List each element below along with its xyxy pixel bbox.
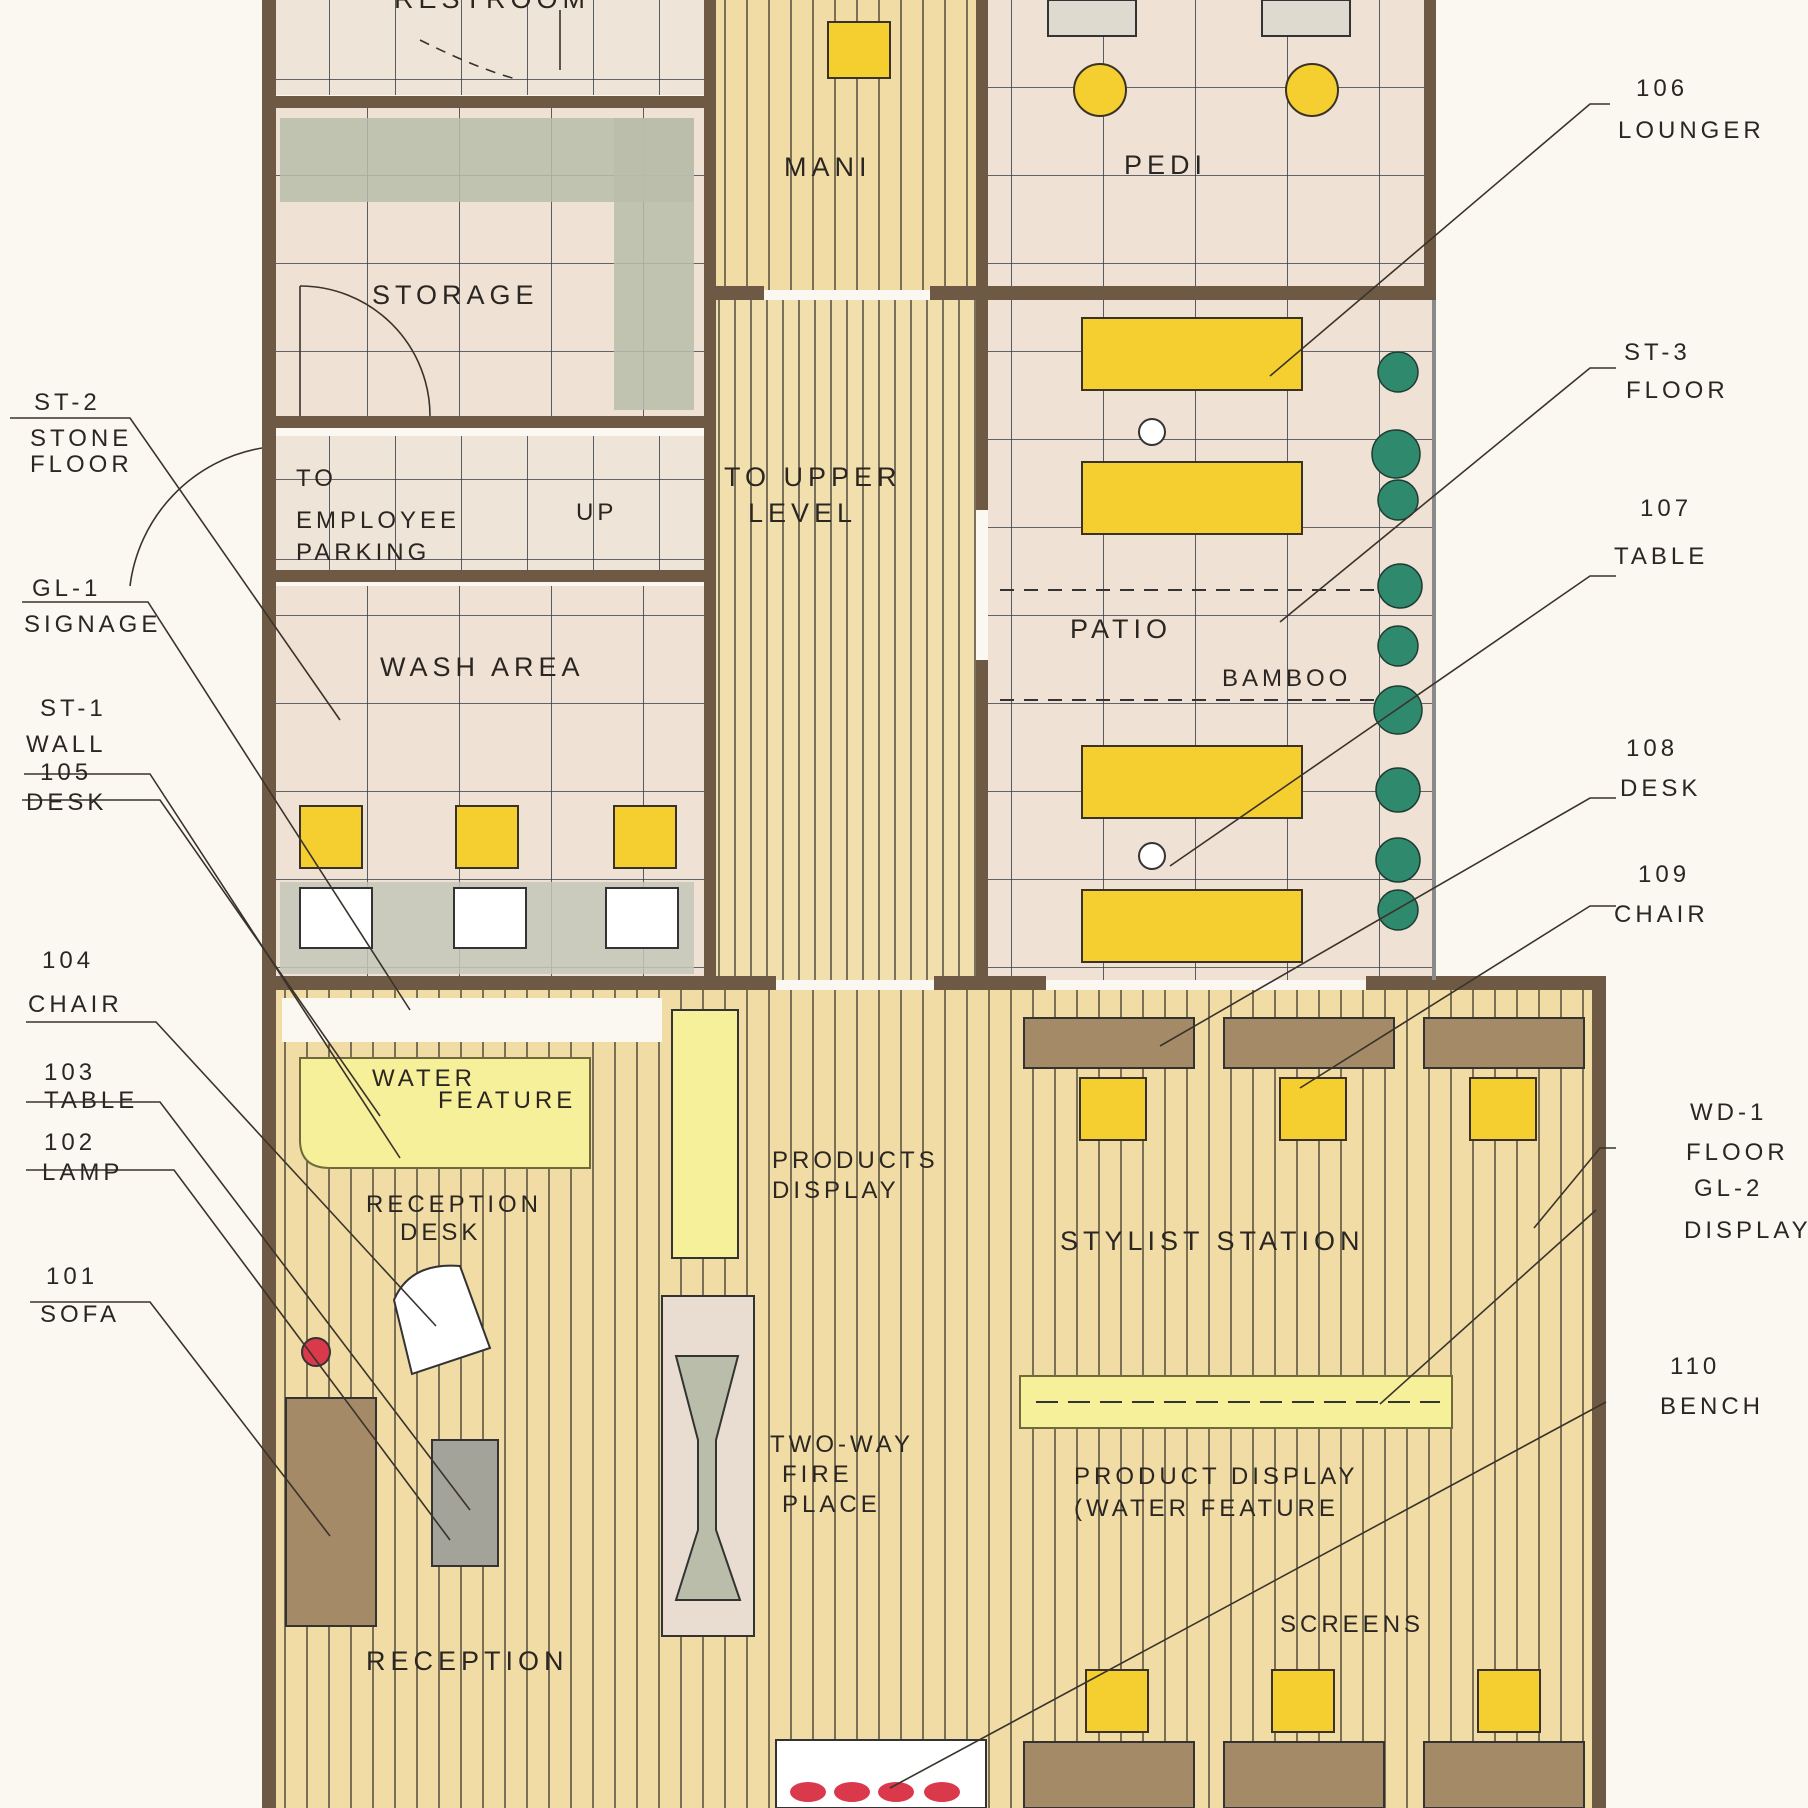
- tag-108-line1: DESK: [1620, 775, 1701, 802]
- tag-st2-line1: STONE: [30, 425, 132, 452]
- bamboo-plants: [1371, 351, 1423, 931]
- tag-109-code: 109: [1638, 861, 1690, 888]
- label-to: TO: [296, 465, 337, 492]
- tag-gl1-line1: SIGNAGE: [24, 611, 161, 638]
- tag-108-code: 108: [1626, 735, 1678, 762]
- walls: [262, 0, 1606, 1808]
- water-feature-panel: [282, 998, 662, 1042]
- left-tags: ST-2 STONE FLOOR GL-1 SIGNAGE ST-1 WALL …: [24, 389, 161, 1328]
- tag-st3-line1: FLOOR: [1626, 377, 1729, 404]
- tag-st2-code: ST-2: [34, 389, 101, 416]
- label-reception-desk-1: RECEPTION: [366, 1191, 542, 1218]
- label-restroom: RESTROOM: [394, 0, 590, 14]
- tag-106-line1: LOUNGER: [1618, 117, 1765, 144]
- label-products-1: PRODUCTS: [772, 1147, 939, 1174]
- label-feature: FEATURE: [438, 1087, 576, 1114]
- corridor-floor: [714, 300, 976, 980]
- tag-st2-line2: FLOOR: [30, 451, 133, 478]
- tag-st3-code: ST-3: [1624, 339, 1691, 366]
- label-stylist-station: STYLIST STATION: [1060, 1226, 1365, 1256]
- label-screens: SCREENS: [1280, 1611, 1424, 1638]
- tag-104-line1: CHAIR: [28, 991, 123, 1018]
- tag-106-code: 106: [1636, 75, 1688, 102]
- label-reception: RECEPTION: [366, 1646, 569, 1676]
- label-storage: STORAGE: [372, 280, 539, 310]
- label-up: UP: [576, 499, 617, 526]
- tag-107-code: 107: [1640, 495, 1692, 522]
- label-fireplace-2: FIRE: [782, 1461, 853, 1488]
- label-water: WATER: [372, 1065, 476, 1092]
- tag-101-line1: SOFA: [40, 1301, 120, 1328]
- restroom-floor: [272, 0, 710, 95]
- tag-gl2-line1: DISPLAY: [1684, 1217, 1808, 1244]
- storage-counter-side: [614, 118, 694, 410]
- tag-st1-code: ST-1: [40, 695, 107, 722]
- label-reception-desk-2: DESK: [400, 1219, 481, 1246]
- room-labels: RESTROOM MANI PEDI STORAGE TO EMPLOYEE P…: [296, 0, 1424, 1676]
- tag-102-code: 102: [44, 1129, 96, 1156]
- label-product-display-1: PRODUCT DISPLAY: [1074, 1463, 1359, 1490]
- tag-wd1-line1: FLOOR: [1686, 1139, 1789, 1166]
- tag-103-line1: TABLE: [44, 1087, 138, 1114]
- right-tags: 106 LOUNGER ST-3 FLOOR 107 TABLE 108 DES…: [1614, 75, 1808, 1420]
- pedi-seats: [1047, 0, 1351, 117]
- label-upper-1: TO UPPER: [724, 462, 902, 492]
- tag-gl1-code: GL-1: [32, 575, 101, 602]
- parking-floor: [272, 436, 704, 576]
- tag-104-code: 104: [42, 947, 94, 974]
- reception-furniture: [285, 1009, 755, 1637]
- label-mani: MANI: [784, 152, 872, 182]
- pedi-floor: [988, 0, 1432, 290]
- tag-110-line1: BENCH: [1660, 1393, 1764, 1420]
- label-fireplace-1: TWO-WAY: [770, 1431, 914, 1458]
- mani-chair: [827, 21, 891, 79]
- label-products-2: DISPLAY: [772, 1177, 900, 1204]
- tag-105-code: 105: [40, 759, 92, 786]
- label-employee: EMPLOYEE: [296, 507, 460, 534]
- label-fireplace-3: PLACE: [782, 1491, 881, 1518]
- tag-109-line1: CHAIR: [1614, 901, 1709, 928]
- label-parking: PARKING: [296, 539, 430, 566]
- stylist-stations: [775, 1017, 1585, 1808]
- tag-101-code: 101: [46, 1263, 98, 1290]
- patio-floor: [988, 300, 1432, 980]
- label-wash-area: WASH AREA: [380, 652, 585, 682]
- tag-110-code: 110: [1670, 1353, 1720, 1380]
- bamboo-fence: [1432, 300, 1436, 980]
- label-bamboo: BAMBOO: [1222, 665, 1351, 692]
- doors: [129, 10, 561, 587]
- tag-105-line1: DESK: [26, 789, 107, 816]
- label-product-display-2: (WATER FEATURE: [1074, 1495, 1339, 1522]
- tag-st1-line1: WALL: [26, 731, 106, 758]
- tag-102-line1: LAMP: [42, 1159, 123, 1186]
- tag-107-line1: TABLE: [1614, 543, 1708, 570]
- tag-103-code: 103: [44, 1059, 96, 1086]
- patio-loungers: [1000, 317, 1410, 963]
- label-patio: PATIO: [1070, 614, 1172, 644]
- wash-chairs: [299, 805, 679, 949]
- label-pedi: PEDI: [1124, 150, 1207, 180]
- leader-lines: [10, 103, 1616, 1789]
- lamp: [301, 1337, 331, 1367]
- tag-gl2-code: GL-2: [1694, 1175, 1763, 1202]
- label-upper-2: LEVEL: [748, 498, 857, 528]
- tag-wd1-code: WD-1: [1690, 1099, 1767, 1126]
